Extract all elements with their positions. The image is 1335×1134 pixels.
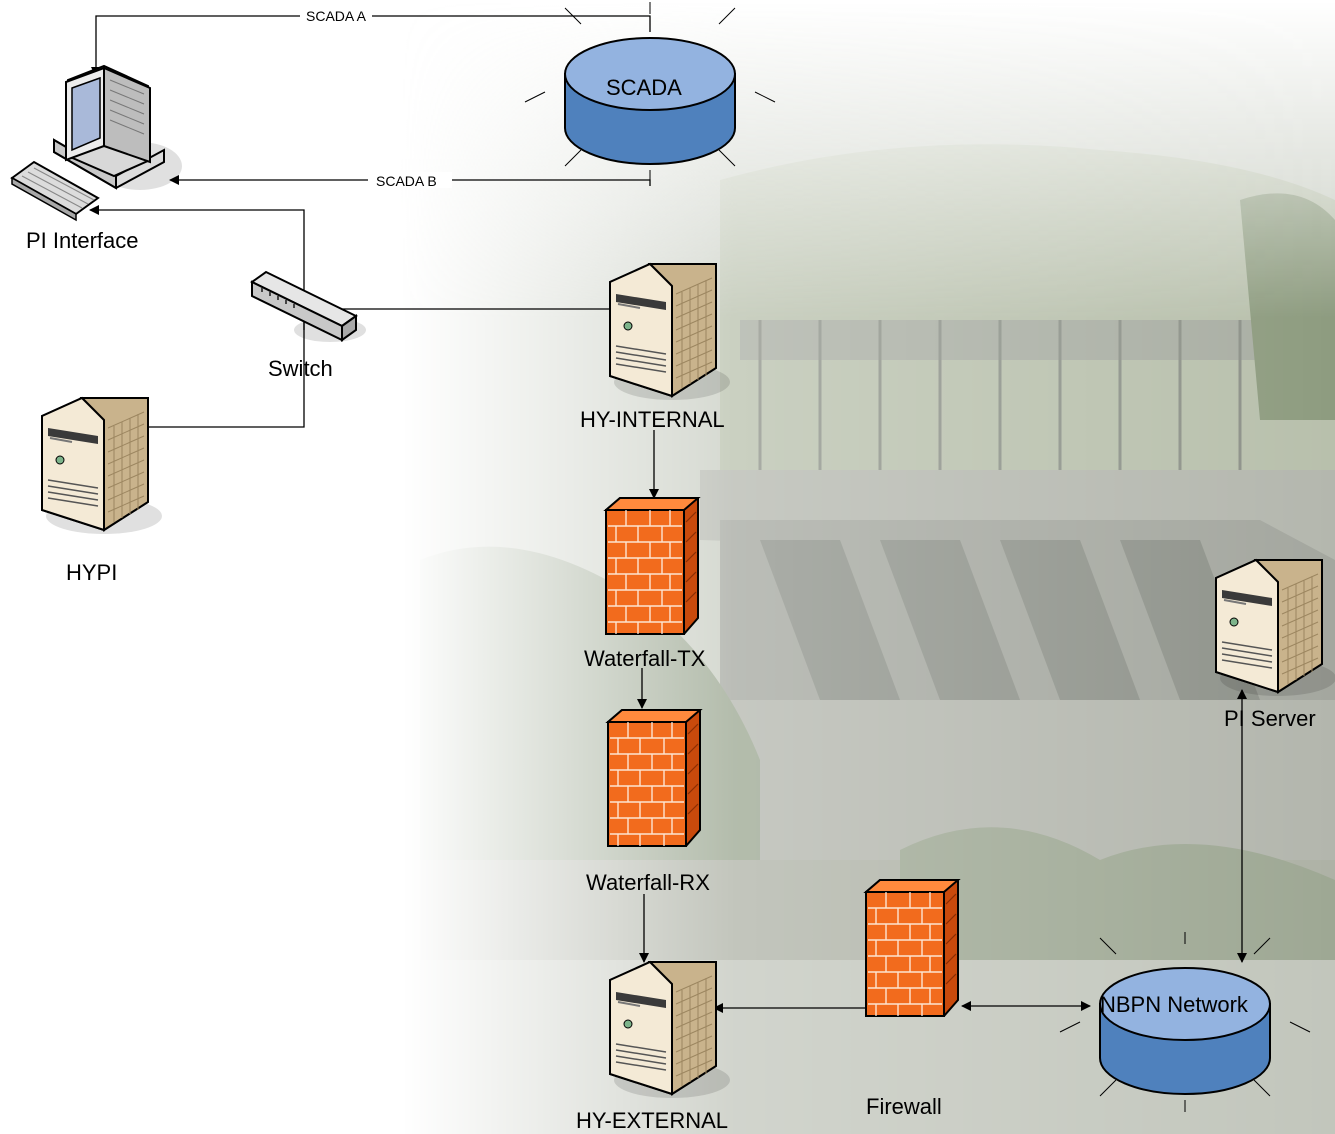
pi-interface-node[interactable]: PI Interface [10, 64, 182, 253]
network-switch-icon [250, 270, 366, 342]
server-tower-icon [609, 961, 731, 1099]
hy-internal-label: HY-INTERNAL [580, 407, 725, 432]
hypi-node[interactable]: HYPI [41, 397, 163, 585]
pi-interface-label: PI Interface [26, 228, 139, 253]
scada-node[interactable]: SCADA [524, 1, 776, 183]
scada-label: SCADA [606, 75, 682, 100]
hy-external-node[interactable]: HY-EXTERNAL [576, 961, 731, 1133]
desktop-computer-icon [10, 64, 182, 222]
firewall-label: Firewall [866, 1094, 942, 1119]
nbpn-network-node[interactable]: NBPN Network [1059, 931, 1311, 1113]
scada-b-label: SCADA B [376, 173, 437, 189]
switch-pi-interface-link [89, 205, 305, 304]
firewall-brick-icon [607, 709, 701, 847]
hypi-label: HYPI [66, 560, 117, 585]
firewall-node[interactable]: Firewall [865, 879, 959, 1119]
hy-external-label: HY-EXTERNAL [576, 1108, 728, 1133]
nbpn-network-label: NBPN Network [1100, 992, 1249, 1017]
server-tower-icon [41, 397, 163, 535]
hy-internal-node[interactable]: HY-INTERNAL [580, 263, 731, 432]
switch-node[interactable]: Switch [250, 270, 366, 381]
switch-label: Switch [268, 356, 333, 381]
scada-a-link [91, 15, 651, 77]
waterfall-tx-label: Waterfall-TX [584, 646, 706, 671]
waterfall-rx-label: Waterfall-RX [586, 870, 710, 895]
scada-a-label: SCADA A [306, 8, 367, 24]
switch-hypi-link [135, 316, 305, 432]
firewall-brick-icon [605, 497, 699, 635]
server-tower-icon [609, 263, 731, 401]
waterfall-rx-node[interactable]: Waterfall-RX [586, 709, 710, 895]
pi-server-label: PI Server [1224, 706, 1316, 731]
waterfall-tx-node[interactable]: Waterfall-TX [584, 497, 706, 671]
server-tower-icon [1215, 559, 1335, 697]
scada-a-label-bg [300, 8, 372, 24]
pi-server-node[interactable]: PI Server [1215, 559, 1335, 731]
scada-b-label-bg [368, 172, 452, 188]
firewall-brick-icon [865, 879, 959, 1017]
